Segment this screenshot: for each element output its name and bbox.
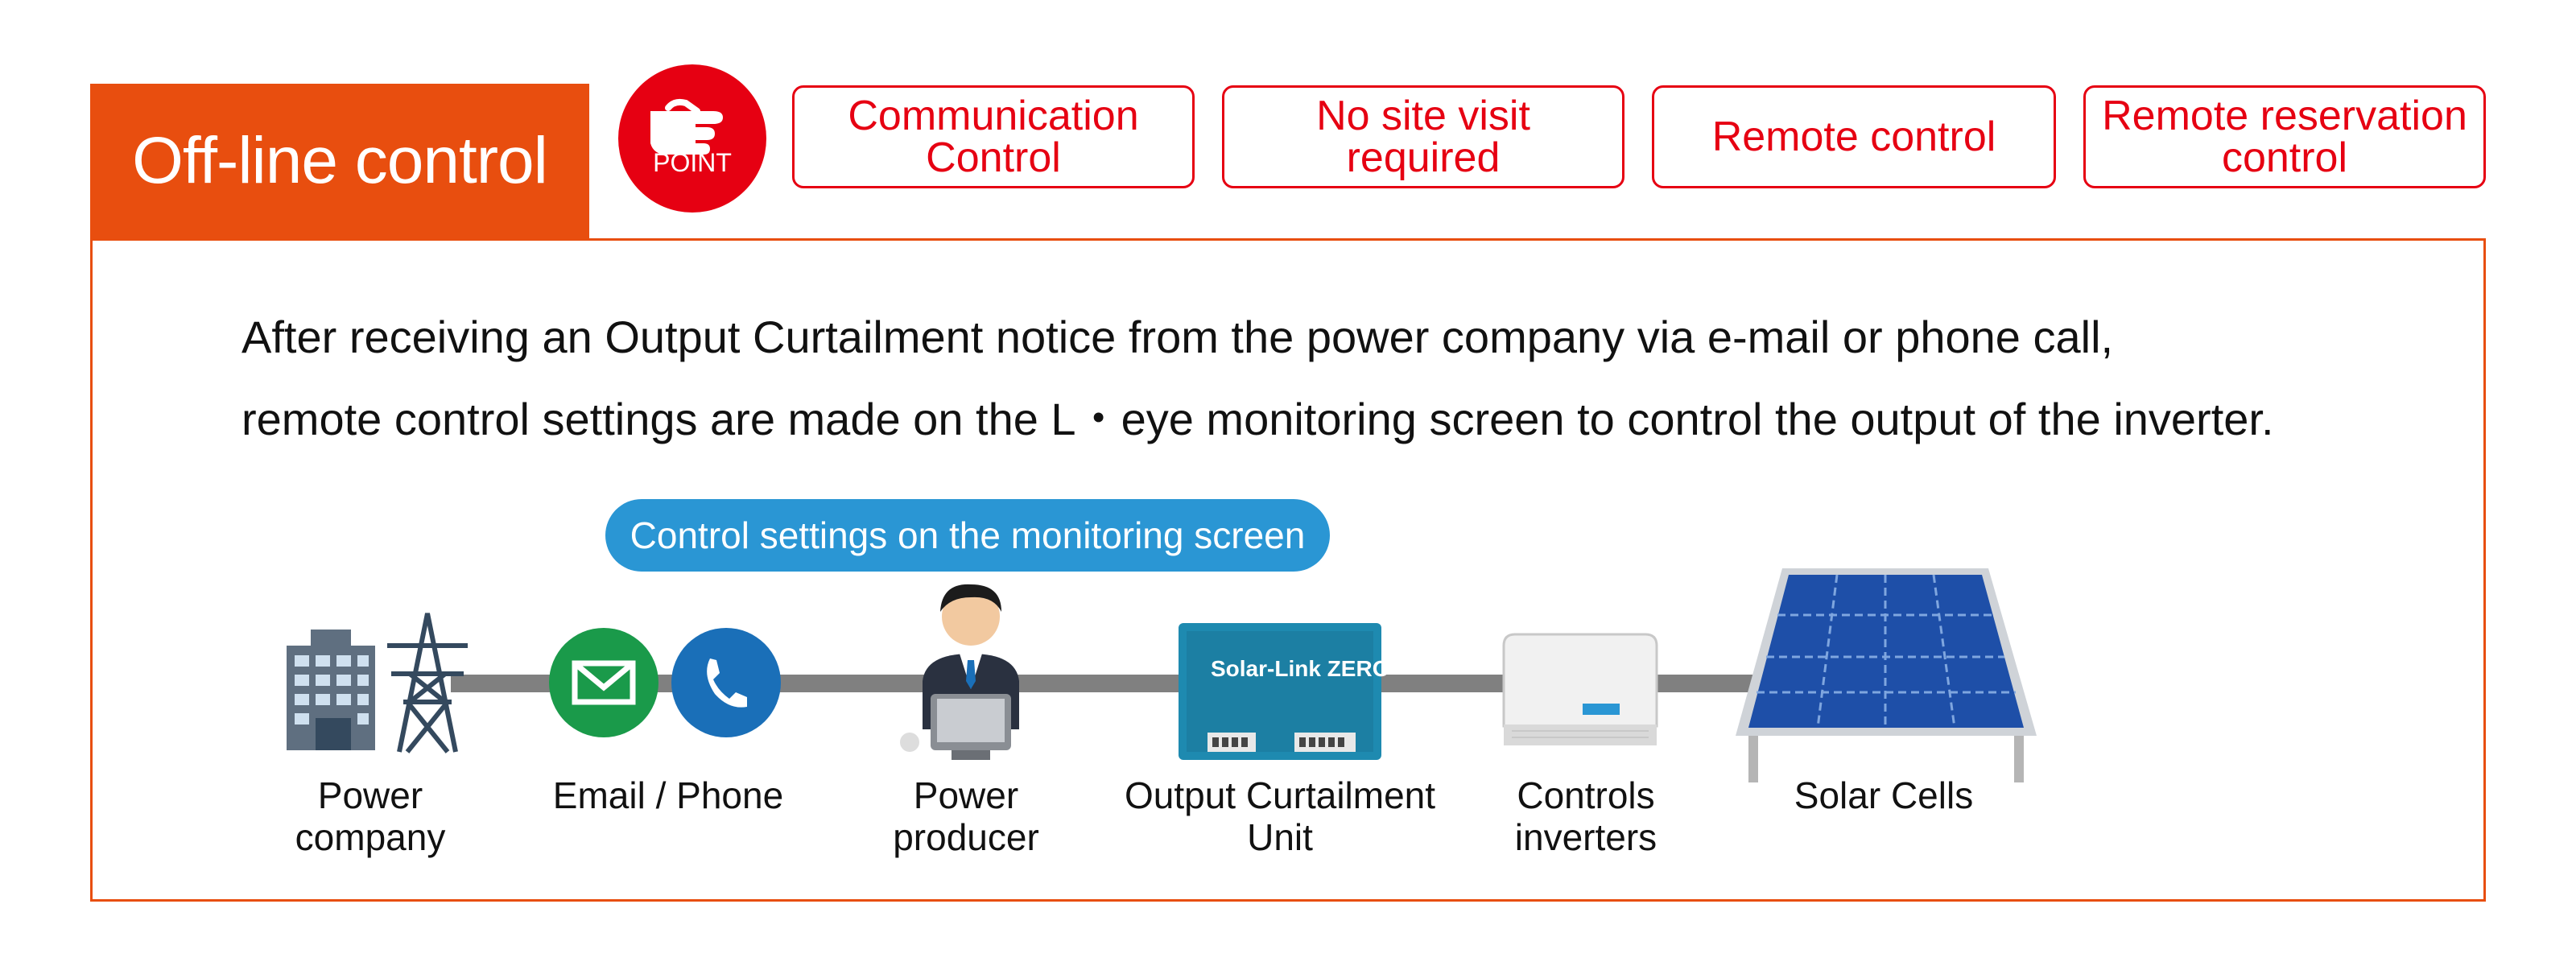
tag-label: No site visit required [1316,93,1530,181]
tag-label: Remote control [1711,114,1996,160]
caption-power-company: Power company [295,774,446,858]
tag-remote-control: Remote control [1652,85,2056,188]
caption-controls-inverters: Controls inverters [1514,774,1657,858]
tag-label: Communication Control [848,93,1139,181]
power-company-icon [287,613,468,753]
email-icon [549,628,658,737]
power-producer-icon [900,584,1019,760]
tag-remote-reservation: Remote reservation control [2083,85,2486,188]
caption-solar-cells: Solar Cells [1794,774,1974,816]
phone-icon [671,628,781,737]
pointing-hand-icon [650,98,723,155]
tag-no-site-visit: No site visit required [1222,85,1624,188]
caption-output-curtailment-unit: Output Curtailment Unit [1124,774,1436,858]
solar-panel-icon [1736,568,2037,782]
inverter-icon [1502,633,1658,745]
title-box: Off-line control [90,84,589,238]
control-settings-banner: Control settings on the monitoring scree… [605,499,1330,572]
tag-communication-control: Communication Control [792,85,1195,188]
output-curtailment-unit-icon: Solar-Link ZERO [1179,623,1389,760]
caption-email-phone: Email / Phone [552,774,784,816]
caption-power-producer: Power producer [893,774,1039,858]
svg-text:Solar-Link ZERO: Solar-Link ZERO [1211,656,1389,681]
point-badge: POINT [618,64,766,213]
point-label: POINT [653,148,732,177]
description-line-1: After receiving an Output Curtailment no… [242,312,2114,362]
tag-label: Remote reservation control [2102,93,2467,181]
description-line-2: remote control settings are made on the … [242,394,2274,444]
content-panel [90,238,2486,902]
page-title: Off-line control [132,124,548,197]
